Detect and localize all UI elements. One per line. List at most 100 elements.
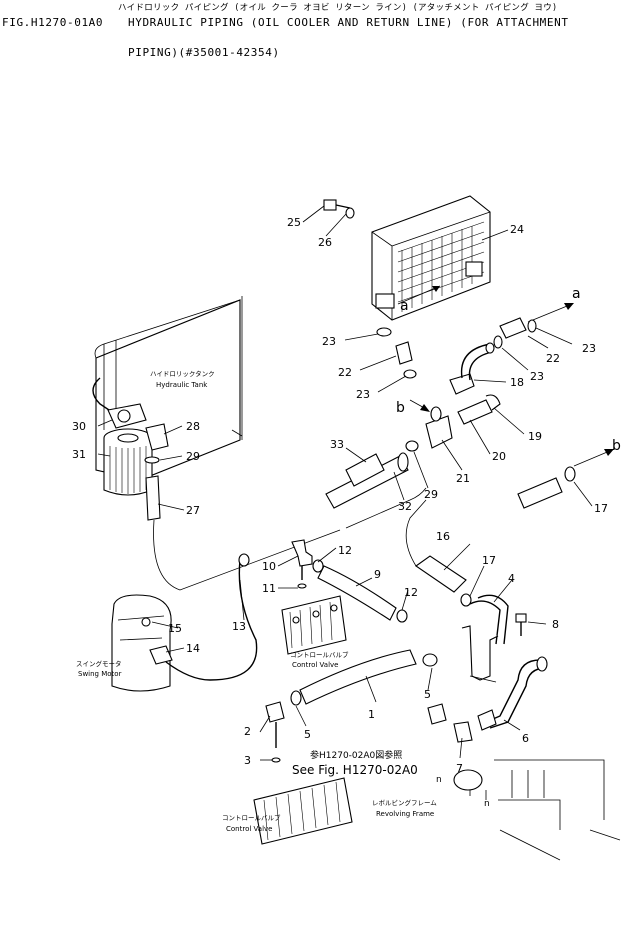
swing-motor-label-jp: スイングモータ [76,659,122,668]
callout-20: 20 [492,450,506,463]
title-japanese: ハイドロリック パイピング (オイル クーラ オヨビ リターン ライン) (アタ… [118,3,558,13]
connector-a-arrow [397,285,574,323]
callout-29-a: 29 [186,450,200,463]
connector-a-1: a [400,298,409,314]
connector-a-2: a [572,286,581,302]
elbow-19 [485,394,501,411]
hose-22-left [376,327,417,379]
callout-12-a: 12 [338,544,352,557]
oil-cooler [371,195,491,321]
control-valve-lower [253,777,353,845]
control-valve-label: Control Valve [292,661,338,669]
hose-1 [290,649,438,706]
pipe-assembly-33 [325,452,409,509]
callout-16: 16 [436,530,450,543]
callouts: 25 26 24 23 22 23 22 23 23 18 19 20 21 2… [72,216,608,775]
figure-code: FIG.H1270-01A0 [2,16,104,29]
callout-5-b: 5 [424,688,431,701]
callout-30: 30 [72,420,86,433]
callout-32: 32 [398,500,412,513]
pipe-6 [477,656,548,731]
callout-22-b: 22 [546,352,560,365]
hose-22 [493,317,537,349]
callout-6: 6 [522,732,529,745]
hose-20 [457,399,493,425]
elbow-pipe-18 [449,342,495,395]
hose-13 [209,559,258,681]
callout-22-a: 22 [338,366,352,379]
see-figure-note: See Fig. H1270-02A0 [292,763,418,777]
fitting-2 [265,701,285,763]
callout-13: 13 [232,620,246,633]
fitting-21 [425,406,453,449]
control-valve-label-jp: コントロールバルブ [290,650,349,659]
filter-31 [103,428,153,496]
callout-14: 14 [186,642,200,655]
callout-27: 27 [186,504,200,517]
callout-18: 18 [510,376,524,389]
hose-27 [145,475,161,521]
callout-23-c: 23 [582,342,596,355]
callout-10: 10 [262,560,276,573]
connector-n-2: n [484,799,490,809]
callout-26: 26 [318,236,332,249]
clamp-17 [460,593,472,607]
callout-17-a: 17 [482,554,496,567]
control-valve-2-label-jp: コントロールバルブ [222,813,281,822]
callout-25: 25 [287,216,301,229]
control-valve-2-label: Control Valve [226,825,272,833]
hose-17 [517,466,576,509]
hose-13-end [238,553,250,567]
pipe-4 [461,594,509,683]
callout-23-d: 23 [530,370,544,383]
bolt-8 [515,613,527,636]
callout-15: 15 [168,622,182,635]
callout-17-b: 17 [594,502,608,515]
revolving-frame-label-jp: レボルビングフレーム [372,798,437,807]
callout-7: 7 [456,762,463,775]
callout-12-b: 12 [404,586,418,599]
callout-24: 24 [510,223,524,236]
return-line-a [153,519,341,591]
connector-b-1: b [396,400,405,416]
o-ring-29 [144,456,160,464]
swing-motor-label: Swing Motor [78,670,122,678]
callout-31: 31 [72,448,86,461]
elbow-28 [145,423,169,451]
callout-23-b: 23 [356,388,370,401]
hydraulic-tank-label-jp: ハイドロリックタンク [150,369,215,378]
title-line-1: HYDRAULIC PIPING (OIL COOLER AND RETURN … [128,16,569,29]
bolt-25 [323,199,355,219]
connector-b-arrow [409,399,614,467]
swing-motor [111,594,211,692]
callout-19: 19 [528,430,542,443]
callout-29-b: 29 [424,488,438,501]
title-line-2: PIPING)(#35001-42354) [128,46,280,59]
hydraulic-tank-label: Hydraulic Tank [156,381,208,389]
control-valve-upper [281,595,347,655]
callout-5-a: 5 [304,728,311,741]
callout-21: 21 [456,472,470,485]
callout-23-a: 23 [322,335,336,348]
revolving-frame-label: Revolving Frame [376,810,434,818]
callout-9: 9 [374,568,381,581]
connector-n-1: n [436,775,442,785]
filter-head-30 [107,403,147,429]
clamp-29 [405,440,419,452]
callout-11: 11 [262,582,276,595]
fitting-7 [427,703,473,743]
callout-2: 2 [244,725,251,738]
callout-3: 3 [244,754,251,767]
callout-8: 8 [552,618,559,631]
connector-letters: a a b b n n [396,286,621,809]
callout-33: 33 [330,438,344,451]
fitting-10 [291,539,313,589]
hose-16 [405,499,467,593]
revolving-frame [453,759,621,861]
callout-1: 1 [368,708,375,721]
callout-28: 28 [186,420,200,433]
component-labels: ハイドロリックタンク Hydraulic Tank スイングモータ Swing … [76,369,437,833]
connector-b-2: b [612,438,621,454]
hose-9 [312,559,408,623]
